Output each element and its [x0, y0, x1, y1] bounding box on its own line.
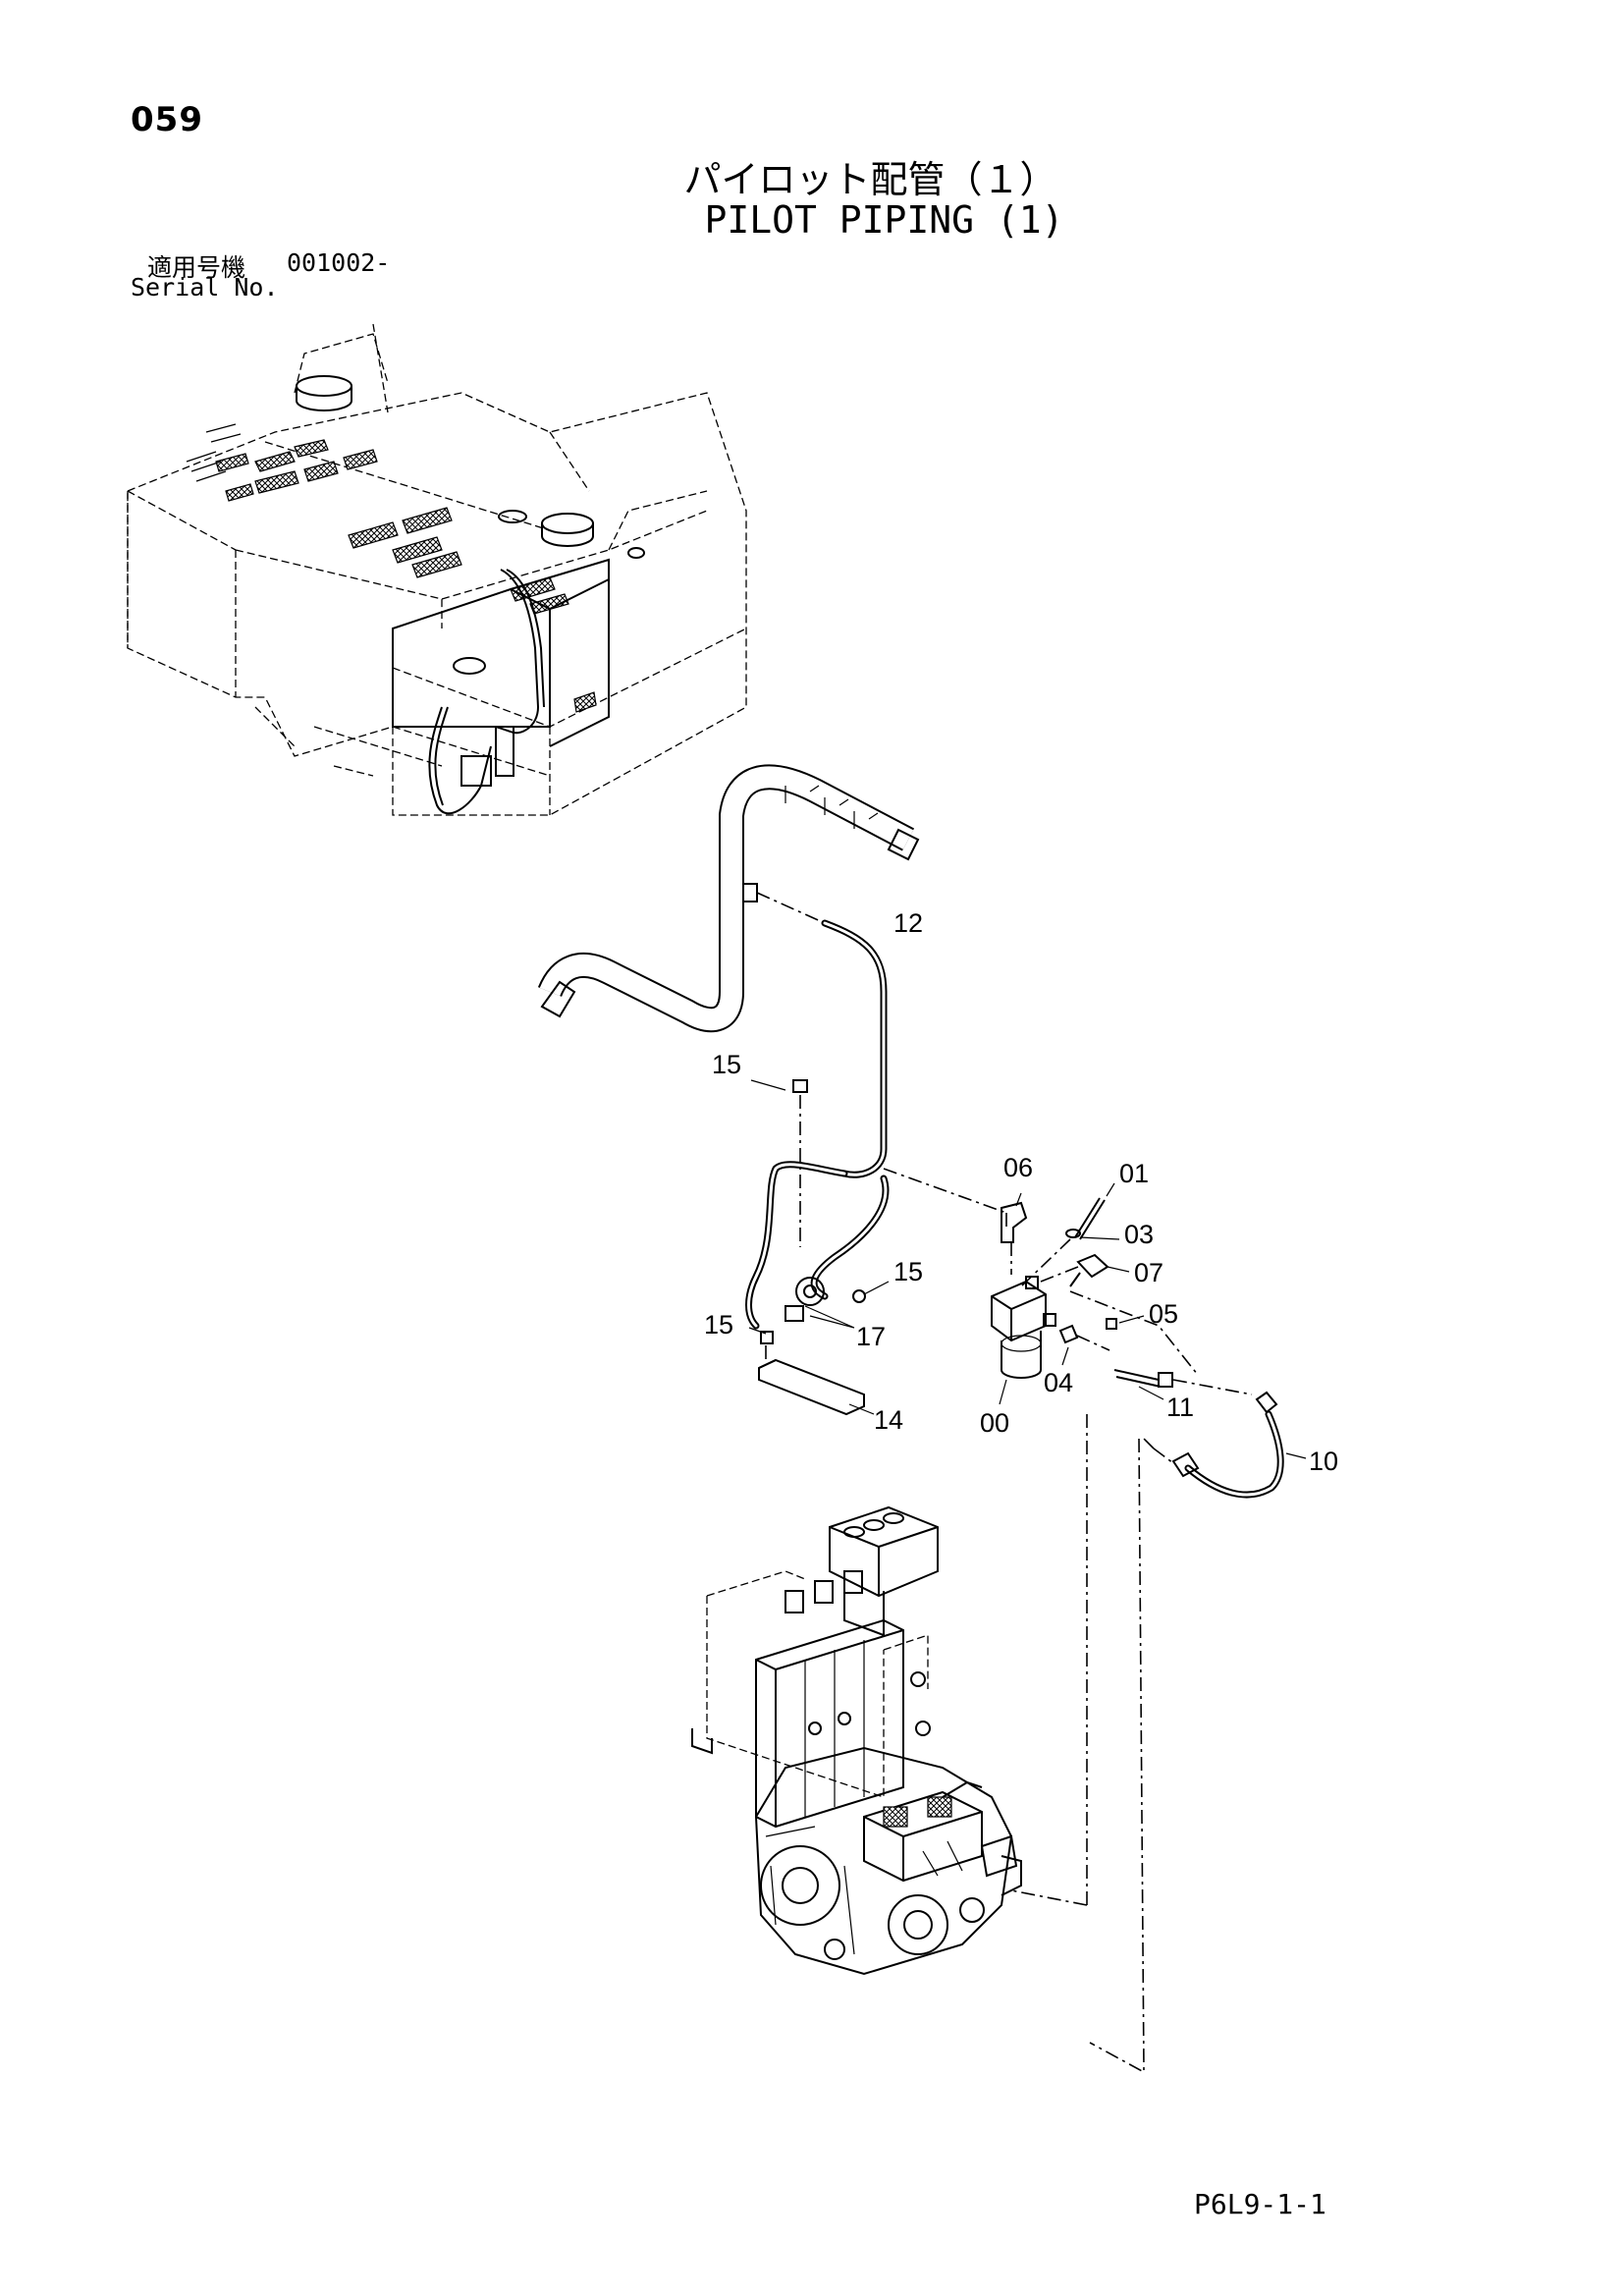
pump-valve-assembly: [691, 1505, 1022, 1976]
page-title-jp: パイロット配管（１）: [683, 158, 1057, 201]
dash-run-2: [1089, 1438, 1145, 2074]
serial-value: 001002-: [287, 248, 391, 277]
leader-17: [804, 1305, 855, 1329]
dash-run-3: [1010, 1889, 1088, 1906]
plug-05: [1069, 1290, 1199, 1376]
page-number: 059: [131, 100, 203, 139]
washer-03: [1020, 1229, 1120, 1287]
elbow-06: [1001, 1192, 1028, 1243]
callout-06: 06: [1003, 1153, 1033, 1182]
callout-17: 17: [856, 1322, 886, 1351]
fitting-11: [1113, 1369, 1253, 1400]
callout-01: 01: [1119, 1159, 1149, 1188]
bolt-15-mid: [852, 1281, 890, 1303]
callout-03: 03: [1124, 1220, 1154, 1249]
callout-04: 04: [1044, 1368, 1073, 1397]
callout-07: 07: [1134, 1258, 1163, 1287]
sensor-07: [1040, 1253, 1130, 1287]
pilot-pipe-arch: [537, 764, 920, 1033]
hose-10: [1153, 1391, 1307, 1499]
callout-11: 11: [1166, 1393, 1194, 1422]
adapter-04: [1058, 1324, 1110, 1366]
serial-label-en: Serial No.: [131, 273, 279, 301]
bolt-01: [1074, 1182, 1115, 1240]
bolt-15-upper: [750, 1079, 808, 1247]
bracket-14: [758, 1345, 875, 1416]
callout-12: 12: [893, 908, 923, 938]
callout-15b: 15: [893, 1257, 923, 1286]
callout-00: 00: [980, 1408, 1009, 1438]
serial-label-jp: 適用号機: [147, 253, 246, 282]
callout-14: 14: [874, 1405, 903, 1435]
machine-overview: [127, 323, 747, 816]
callout-05: 05: [1149, 1299, 1178, 1329]
bolt-15-lower: [748, 1327, 774, 1344]
page-code: P6L9-1-1: [1194, 2188, 1326, 2220]
callout-15a: 15: [712, 1050, 741, 1079]
callout-10: 10: [1309, 1447, 1338, 1476]
hose-assembly: [745, 892, 1007, 1330]
callout-15c: 15: [704, 1310, 733, 1339]
dash-run-4: [1143, 1438, 1155, 1449]
page-title-en: PILOT PIPING (1): [704, 198, 1064, 242]
